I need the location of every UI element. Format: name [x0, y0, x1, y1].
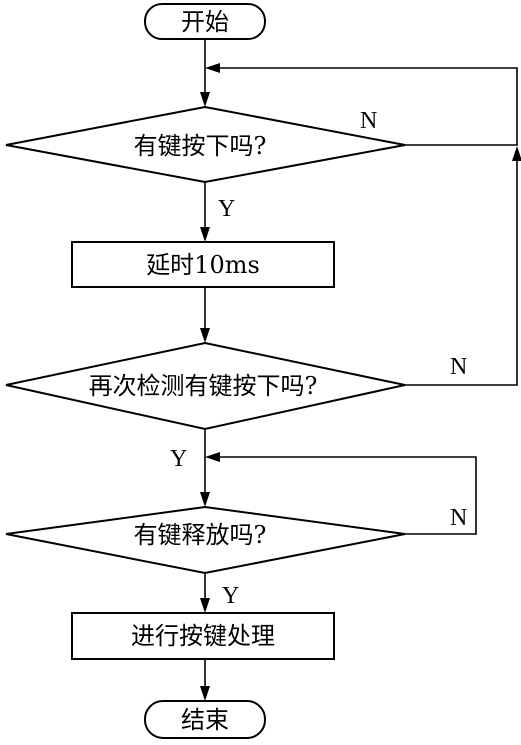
- edge-release-no-loop: [218, 456, 477, 535]
- check-key-label: 有键按下吗?: [134, 132, 267, 160]
- arrowhead: [200, 598, 210, 613]
- decision-check-release: [5, 505, 406, 575]
- check-release-label: 有键释放吗?: [134, 521, 267, 549]
- process-key-box: [71, 612, 335, 660]
- arrowhead: [205, 63, 220, 73]
- start-terminal: [144, 3, 266, 40]
- arrowhead: [200, 227, 210, 242]
- delay-label: 延时10ms: [146, 251, 260, 279]
- process-key-label: 进行按键处理: [131, 622, 275, 650]
- edge-recheck-no: [405, 160, 518, 386]
- decision-recheck-key: [5, 341, 406, 431]
- release-no-label: N: [450, 505, 467, 531]
- recheck-no-label: N: [450, 354, 467, 380]
- delay-box: [71, 241, 335, 288]
- arrowhead: [512, 146, 521, 161]
- start-label: 开始: [181, 8, 229, 36]
- decision-check-key: [5, 105, 406, 184]
- arrowhead: [200, 686, 210, 701]
- edge-check-no-loop: [218, 67, 518, 146]
- release-yes-label: Y: [222, 583, 239, 609]
- end-terminal: [144, 700, 266, 739]
- arrowhead: [200, 328, 210, 343]
- check-key-no-label: N: [360, 108, 377, 134]
- check-key-yes-label: Y: [218, 196, 235, 222]
- end-label: 结束: [181, 706, 229, 734]
- recheck-key-label: 再次检测有键按下吗?: [89, 372, 318, 400]
- arrowhead: [200, 92, 210, 107]
- arrowhead: [205, 452, 220, 462]
- arrowhead: [200, 492, 210, 507]
- recheck-yes-label: Y: [170, 446, 187, 472]
